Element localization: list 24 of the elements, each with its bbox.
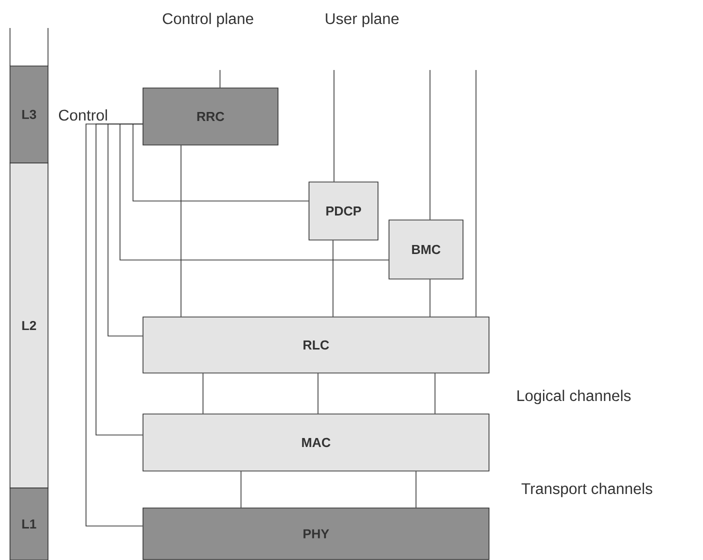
connector-line — [108, 124, 143, 336]
connector-line — [86, 124, 143, 526]
layer-band: L2 — [10, 162, 48, 488]
protocol-box: RLC — [142, 316, 490, 374]
protocol-box: PDCP — [308, 182, 378, 240]
channel-label: Transport channels — [522, 482, 652, 498]
protocol-box: MAC — [142, 414, 490, 472]
channel-label: Logical channels — [517, 390, 631, 404]
connector-line — [132, 124, 309, 202]
connector-line — [120, 124, 389, 260]
protocol-box: RRC — [142, 88, 278, 146]
connector-line — [96, 124, 143, 436]
connector-line — [332, 240, 334, 317]
protocol-box: BMC — [388, 220, 464, 280]
layer-band: L1 — [10, 488, 48, 560]
plane-heading: User plane — [326, 12, 399, 28]
connector-line — [240, 470, 242, 508]
plane-heading: Control plane — [162, 12, 254, 28]
protocol-box: PHY — [142, 508, 490, 560]
connector-line — [202, 372, 204, 414]
connector-line — [180, 144, 182, 317]
connector-line — [434, 372, 436, 414]
layer-band: L3 — [10, 66, 48, 164]
control-label: Control — [59, 109, 107, 121]
